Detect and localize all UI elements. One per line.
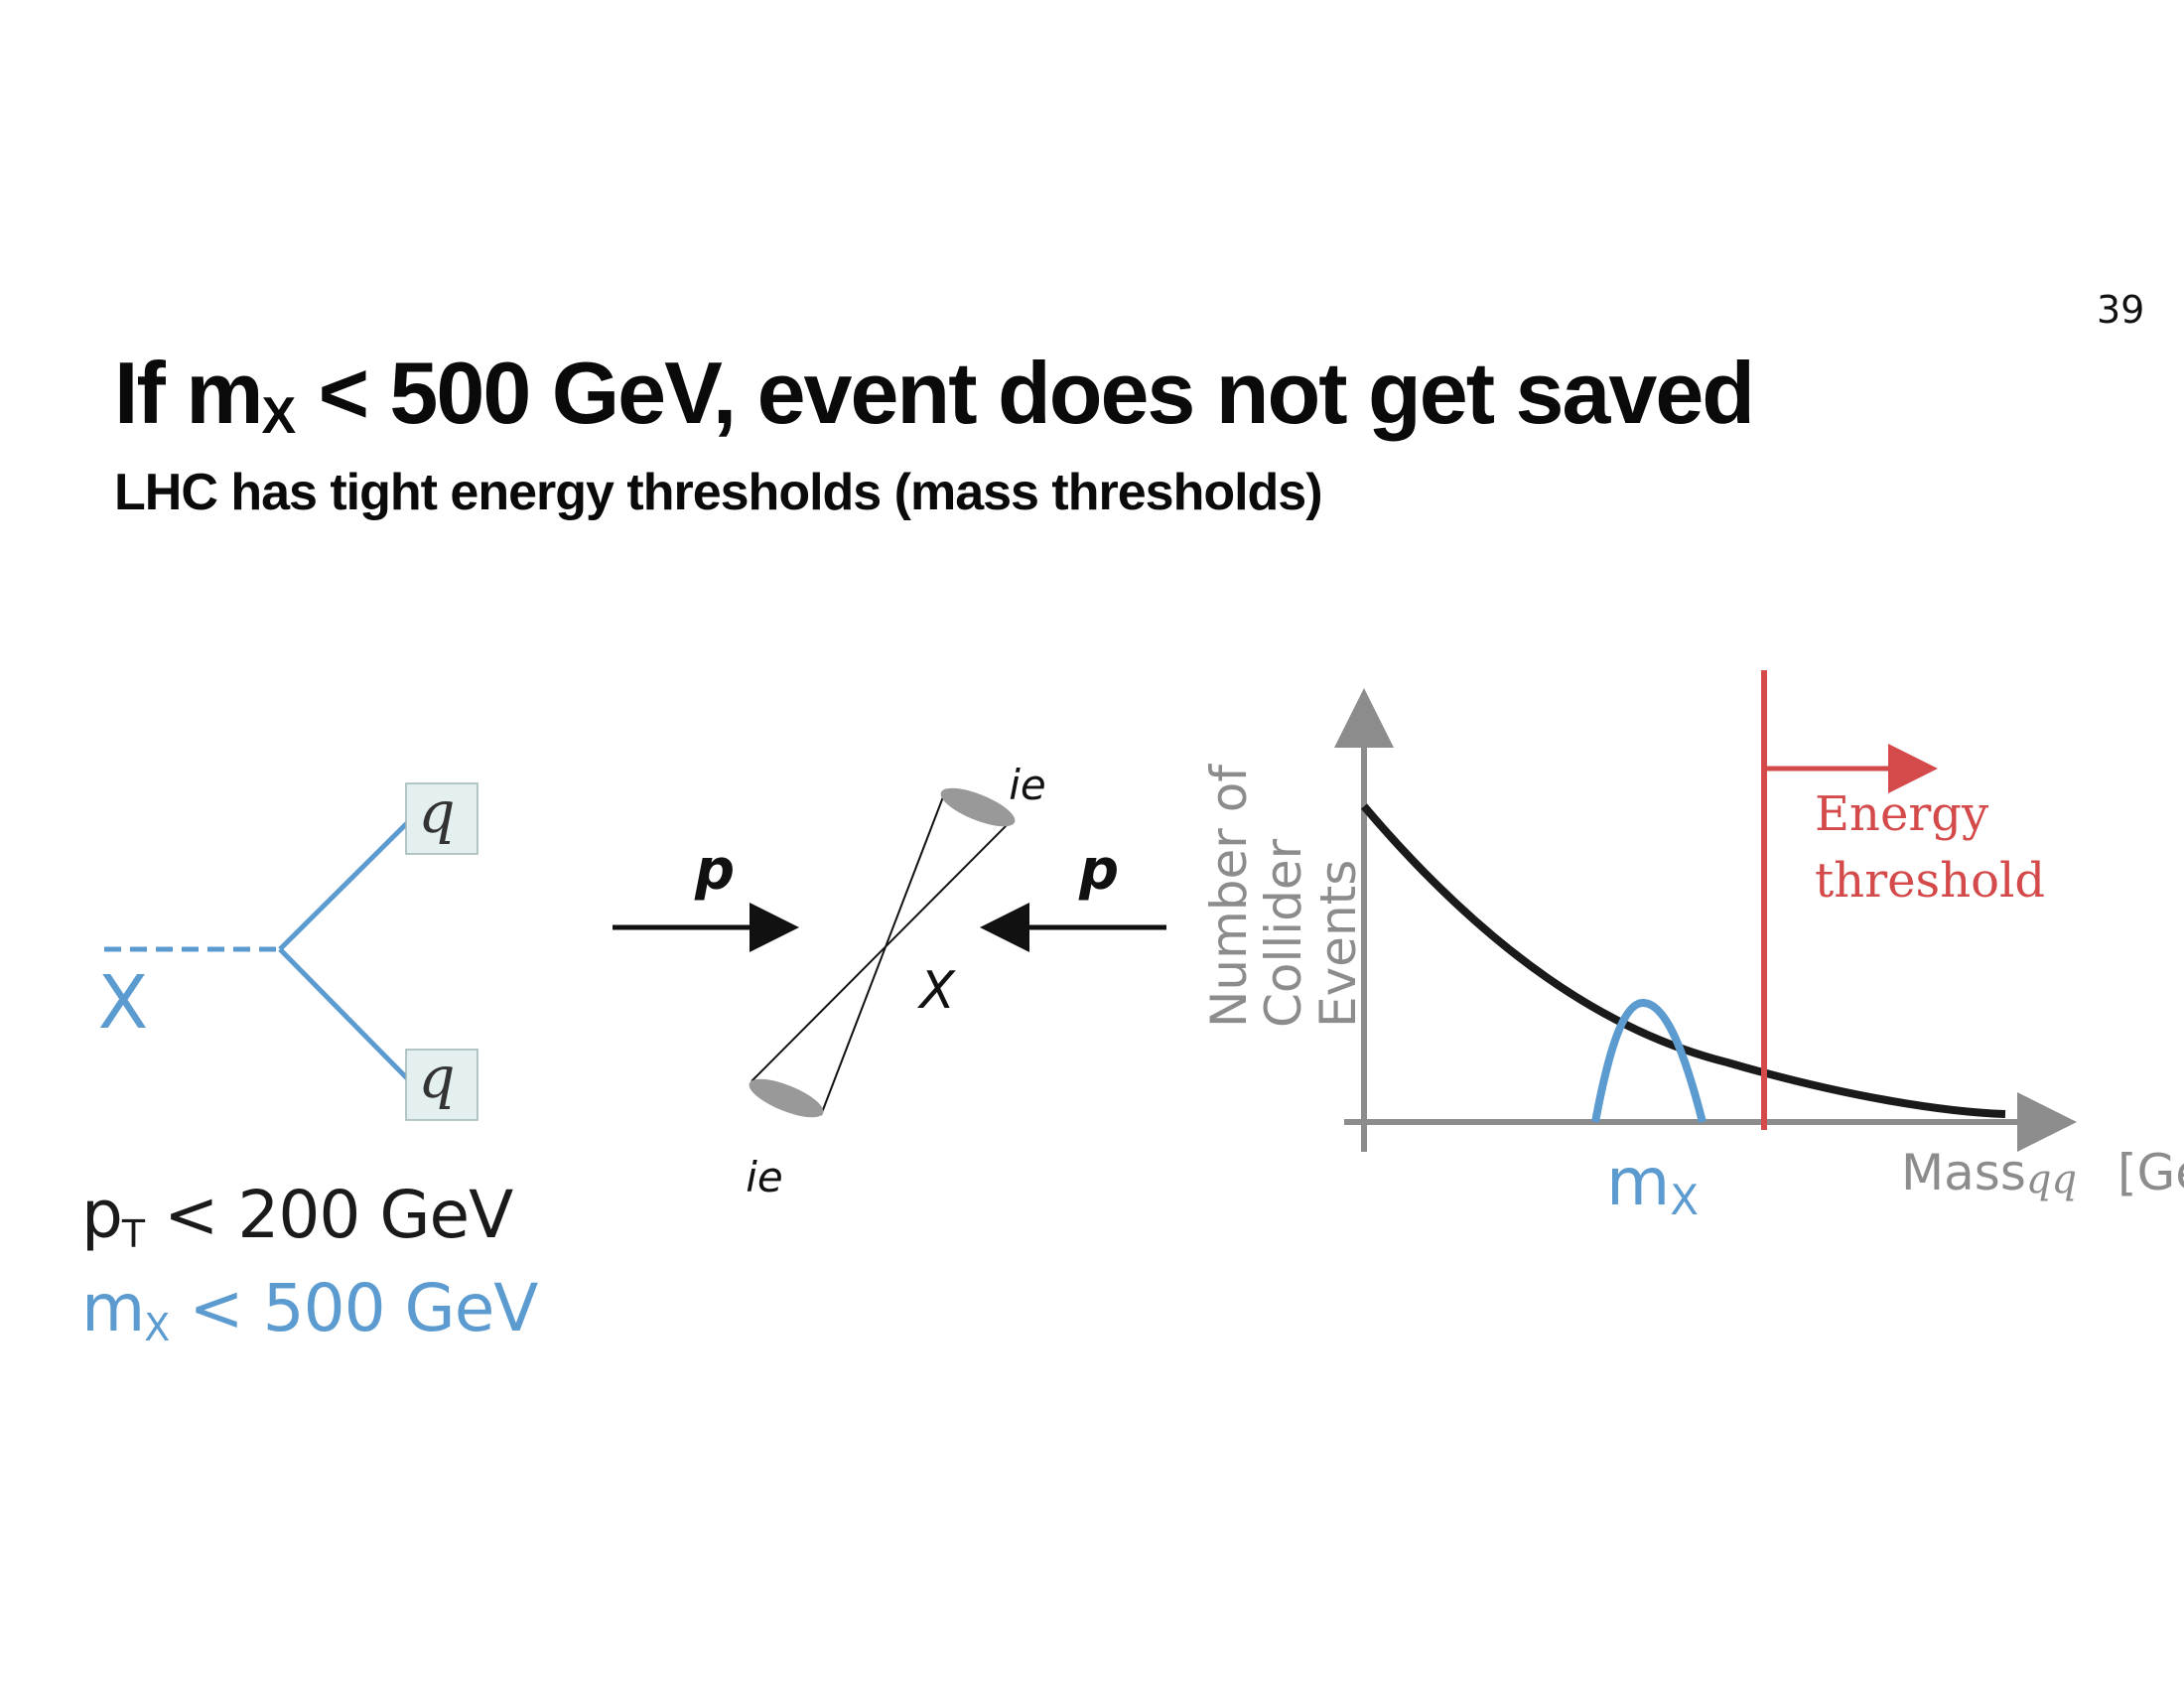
center-label: X — [916, 961, 956, 1021]
quark-line-bottom — [278, 947, 411, 1082]
pt-rest: < 200 GeV — [144, 1177, 513, 1253]
signal-peak — [1591, 998, 1706, 1123]
quark-box-top — [405, 782, 478, 855]
slide-title: If mX < 500 GeV, event does not get save… — [114, 343, 1755, 446]
jet-cone-line — [751, 820, 1012, 1082]
pt-base: p — [81, 1177, 123, 1253]
y-label-line3: Events — [1309, 860, 1367, 1028]
slide-subtitle: LHC has tight energy thresholds (mass th… — [114, 464, 1323, 521]
jet-top-ellipse — [940, 787, 1016, 827]
x-axis-label-sub: qq — [2026, 1157, 2077, 1202]
title-subscript: X — [261, 387, 297, 445]
threshold-label-line1: Energy — [1815, 786, 1988, 842]
mx-rest: < 500 GeV — [169, 1270, 538, 1346]
quark-label-top: q — [418, 778, 455, 846]
x-axis-label-main: Mass — [1901, 1144, 2026, 1201]
quark-line-top — [278, 819, 411, 951]
mx-condition: mX < 500 GeV — [81, 1270, 538, 1349]
jet-bottom-ellipse — [749, 1078, 824, 1118]
mx-sub: X — [144, 1306, 170, 1349]
x-axis-unit: [Ge — [2117, 1144, 2184, 1201]
title-suffix: < 500 GeV, event does not get saved — [296, 344, 1755, 442]
quark-box-bottom — [405, 1049, 478, 1121]
beam-label-left: p — [694, 838, 735, 903]
beam-label-right: p — [1078, 838, 1119, 903]
y-label-line2: Collider — [1255, 838, 1312, 1028]
y-label-line1: Number of — [1200, 764, 1258, 1028]
peak-label-base: m — [1606, 1144, 1670, 1220]
pt-sub: T — [121, 1212, 145, 1256]
threshold-label-line2: threshold — [1815, 853, 2045, 909]
peak-label-sub: X — [1670, 1176, 1699, 1224]
quark-label-bottom: q — [418, 1044, 455, 1111]
parent-label: X — [98, 960, 149, 1046]
mx-base: m — [81, 1270, 145, 1346]
pt-condition: pT < 200 GeV — [81, 1177, 513, 1256]
title-prefix: If m — [114, 344, 263, 442]
peak-label: mX — [1606, 1144, 1699, 1224]
jet-label-bottom: ie — [746, 1153, 783, 1201]
jet-label-top: ie — [1009, 761, 1046, 809]
page-number: 39 — [2097, 288, 2145, 332]
background-curve — [1360, 803, 2006, 1118]
x-axis-label: Massqq — [1901, 1144, 2077, 1202]
jet-cone-line — [820, 793, 945, 1116]
